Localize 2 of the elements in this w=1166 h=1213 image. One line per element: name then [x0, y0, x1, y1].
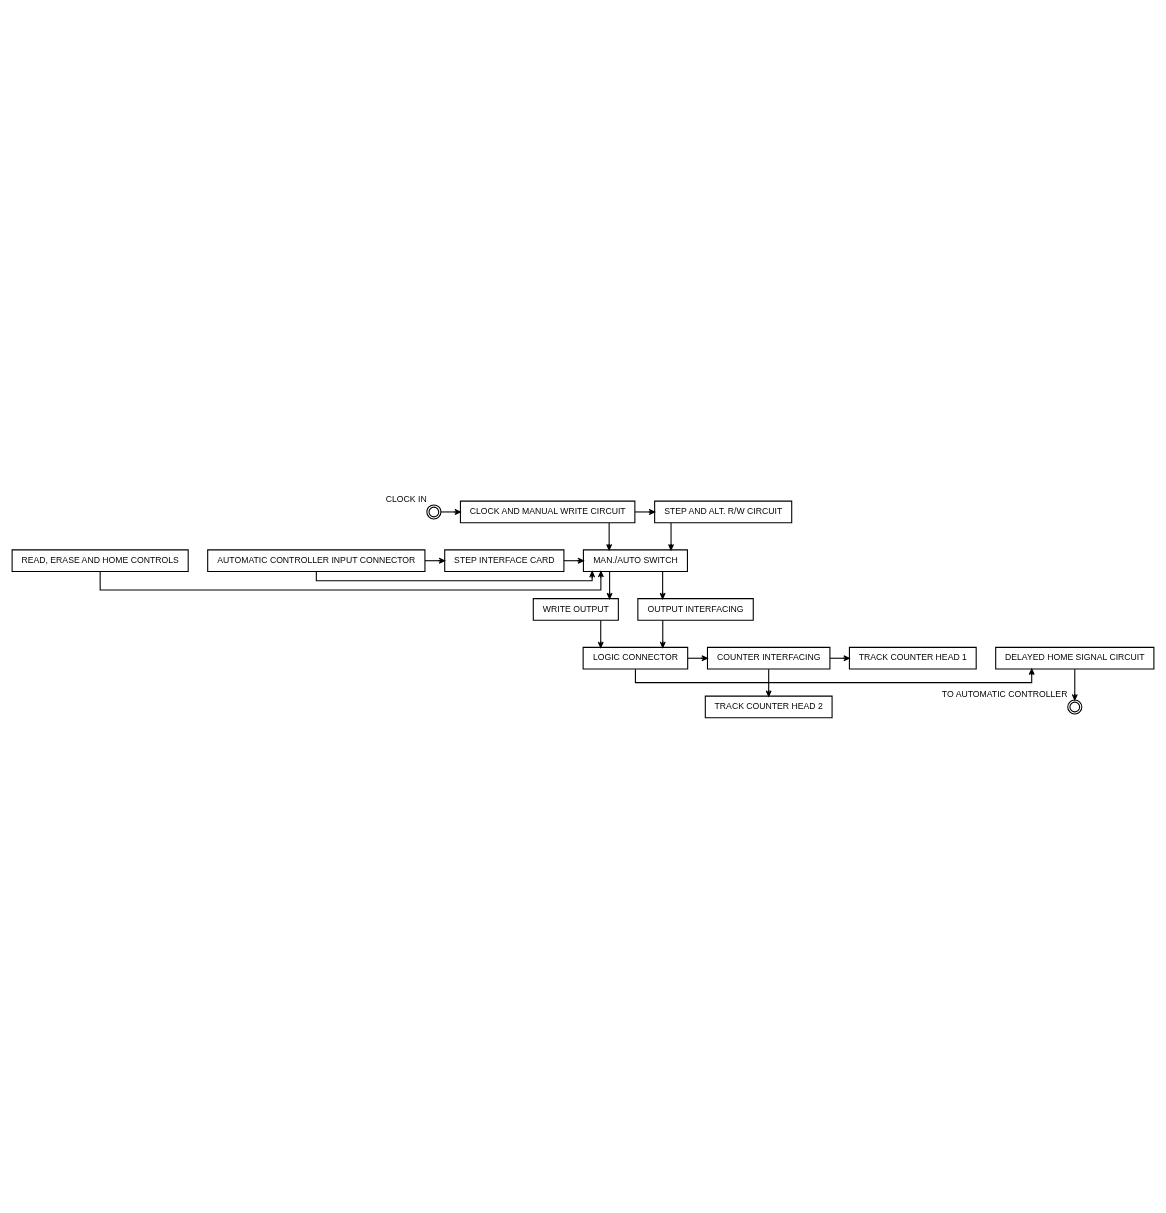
node-label: TO AUTOMATIC CONTROLLER — [941, 689, 1068, 700]
node-label: CLOCK IN — [385, 494, 427, 505]
